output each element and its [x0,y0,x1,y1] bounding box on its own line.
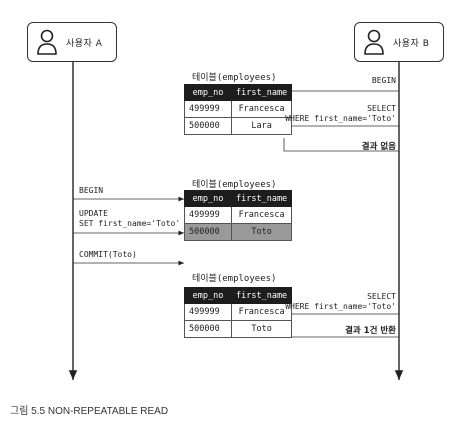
table-cell: 499999 [184,303,232,321]
actor-b-box: 사용자 B [354,22,444,62]
table-cell: 500000 [184,117,232,135]
b-select-where: WHERE first_name='Toto' [285,114,396,123]
a-update-label: UPDATE [79,209,108,218]
table-header-row: emp_no first_name [184,84,293,101]
b-result-1: 결과 없음 [361,142,396,152]
table-cell: 499999 [184,100,232,118]
table-cell: Francesca [230,100,293,118]
table-row: 499999 Francesca [184,100,293,118]
table-cell: Toto [230,320,293,338]
table-header-row: emp_no first_name [184,190,293,207]
a-begin-label: BEGIN [79,186,104,195]
user-icon [364,29,384,55]
table-row-updated: 500000 Toto [184,223,293,241]
table-cell: 500000 [184,223,232,241]
a-update-set: SET first_name='Toto' [79,219,181,228]
b-select-2-label: SELECT [367,292,396,301]
table-cell: Toto [230,223,293,241]
table-cell: Francesca [230,206,293,224]
user-icon [37,29,57,55]
table-header-row: emp_no first_name [184,287,293,304]
actor-a-label: 사용자 A [66,38,103,49]
table-3-caption: 테이블(employees) [192,274,277,284]
column-header: first_name [230,287,293,304]
table-2: emp_no first_name 499999 Francesca 50000… [184,190,293,241]
table-cell: Francesca [230,303,293,321]
bracket-result-1 [283,138,399,152]
table-row: 499999 Francesca [184,206,293,224]
table-row: 500000 Toto [184,320,293,338]
column-header: first_name [230,84,293,101]
column-header: emp_no [184,287,232,304]
table-cell: 499999 [184,206,232,224]
b-result-2: 결과 1건 반환 [345,326,396,336]
table-3: emp_no first_name 499999 Francesca 50000… [184,287,293,338]
column-header: emp_no [184,190,232,207]
table-cell: Lara [230,117,293,135]
table-1-caption: 테이블(employees) [192,73,277,83]
table-2-caption: 테이블(employees) [192,180,277,190]
b-select-2-where: WHERE first_name='Toto' [285,302,396,311]
column-header: first_name [230,190,293,207]
table-row: 499999 Francesca [184,303,293,321]
table-row: 500000 Lara [184,117,293,135]
a-commit-label: COMMIT(Toto) [79,250,137,259]
b-begin-label: BEGIN [371,76,396,85]
table-cell: 500000 [184,320,232,338]
actor-b-label: 사용자 B [393,38,430,49]
figure-caption: 그림 5.5 NON-REPEATABLE READ [10,406,169,417]
actor-a-box: 사용자 A [27,22,117,62]
table-1: emp_no first_name 499999 Francesca 50000… [184,84,293,135]
column-header: emp_no [184,84,232,101]
b-select-label: SELECT [367,104,396,113]
